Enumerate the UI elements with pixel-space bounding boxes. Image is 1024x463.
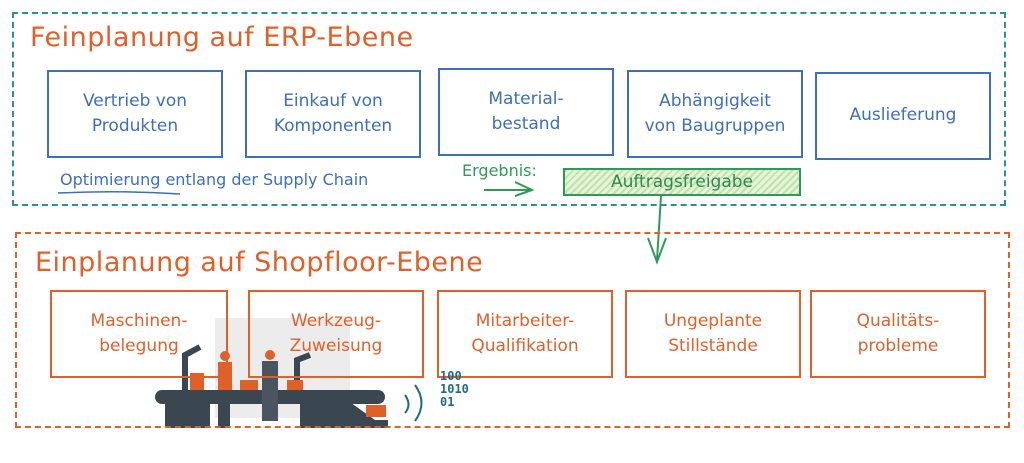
erp-title: Feinplanung auf ERP-Ebene xyxy=(30,22,414,53)
shop-box-maschinen: Maschinen- belegung xyxy=(50,290,228,378)
erp-box-baugruppen: Abhängigkeit von Baugruppen xyxy=(627,70,803,158)
underline-icon xyxy=(57,190,181,195)
result-label: Ergebnis: xyxy=(462,161,537,180)
right-arrow-icon xyxy=(484,181,535,197)
optimization-text: Optimierung entlang der Supply Chain xyxy=(60,170,369,189)
shop-box-mitarbeiter: Mitarbeiter- Qualifikation xyxy=(437,290,613,378)
erp-frame xyxy=(12,12,1006,206)
shop-box-qualitaet: Qualitäts- probleme xyxy=(810,290,986,378)
erp-box-materialbestand: Material- bestand xyxy=(438,68,614,156)
erp-box-vertrieb: Vertrieb von Produkten xyxy=(47,70,223,158)
erp-box-auslieferung: Auslieferung xyxy=(815,72,991,160)
binary-line: 1010 xyxy=(440,382,469,397)
shopfloor-frame xyxy=(15,232,1010,428)
binary-line: 01 xyxy=(440,395,455,410)
down-arrow-icon xyxy=(647,195,667,265)
erp-box-einkauf: Einkauf von Komponenten xyxy=(245,70,421,158)
result-box: Auftragsfreigabe xyxy=(563,168,801,196)
shop-box-werkzeug: Werkzeug- Zuweisung xyxy=(248,290,424,378)
binary-line: 100 xyxy=(440,369,462,383)
binary-data-text: 100 1010 01 xyxy=(440,369,469,410)
shop-box-stillstaende: Ungeplante Stillstände xyxy=(625,290,801,378)
shopfloor-title: Einplanung auf Shopfloor-Ebene xyxy=(35,247,484,278)
